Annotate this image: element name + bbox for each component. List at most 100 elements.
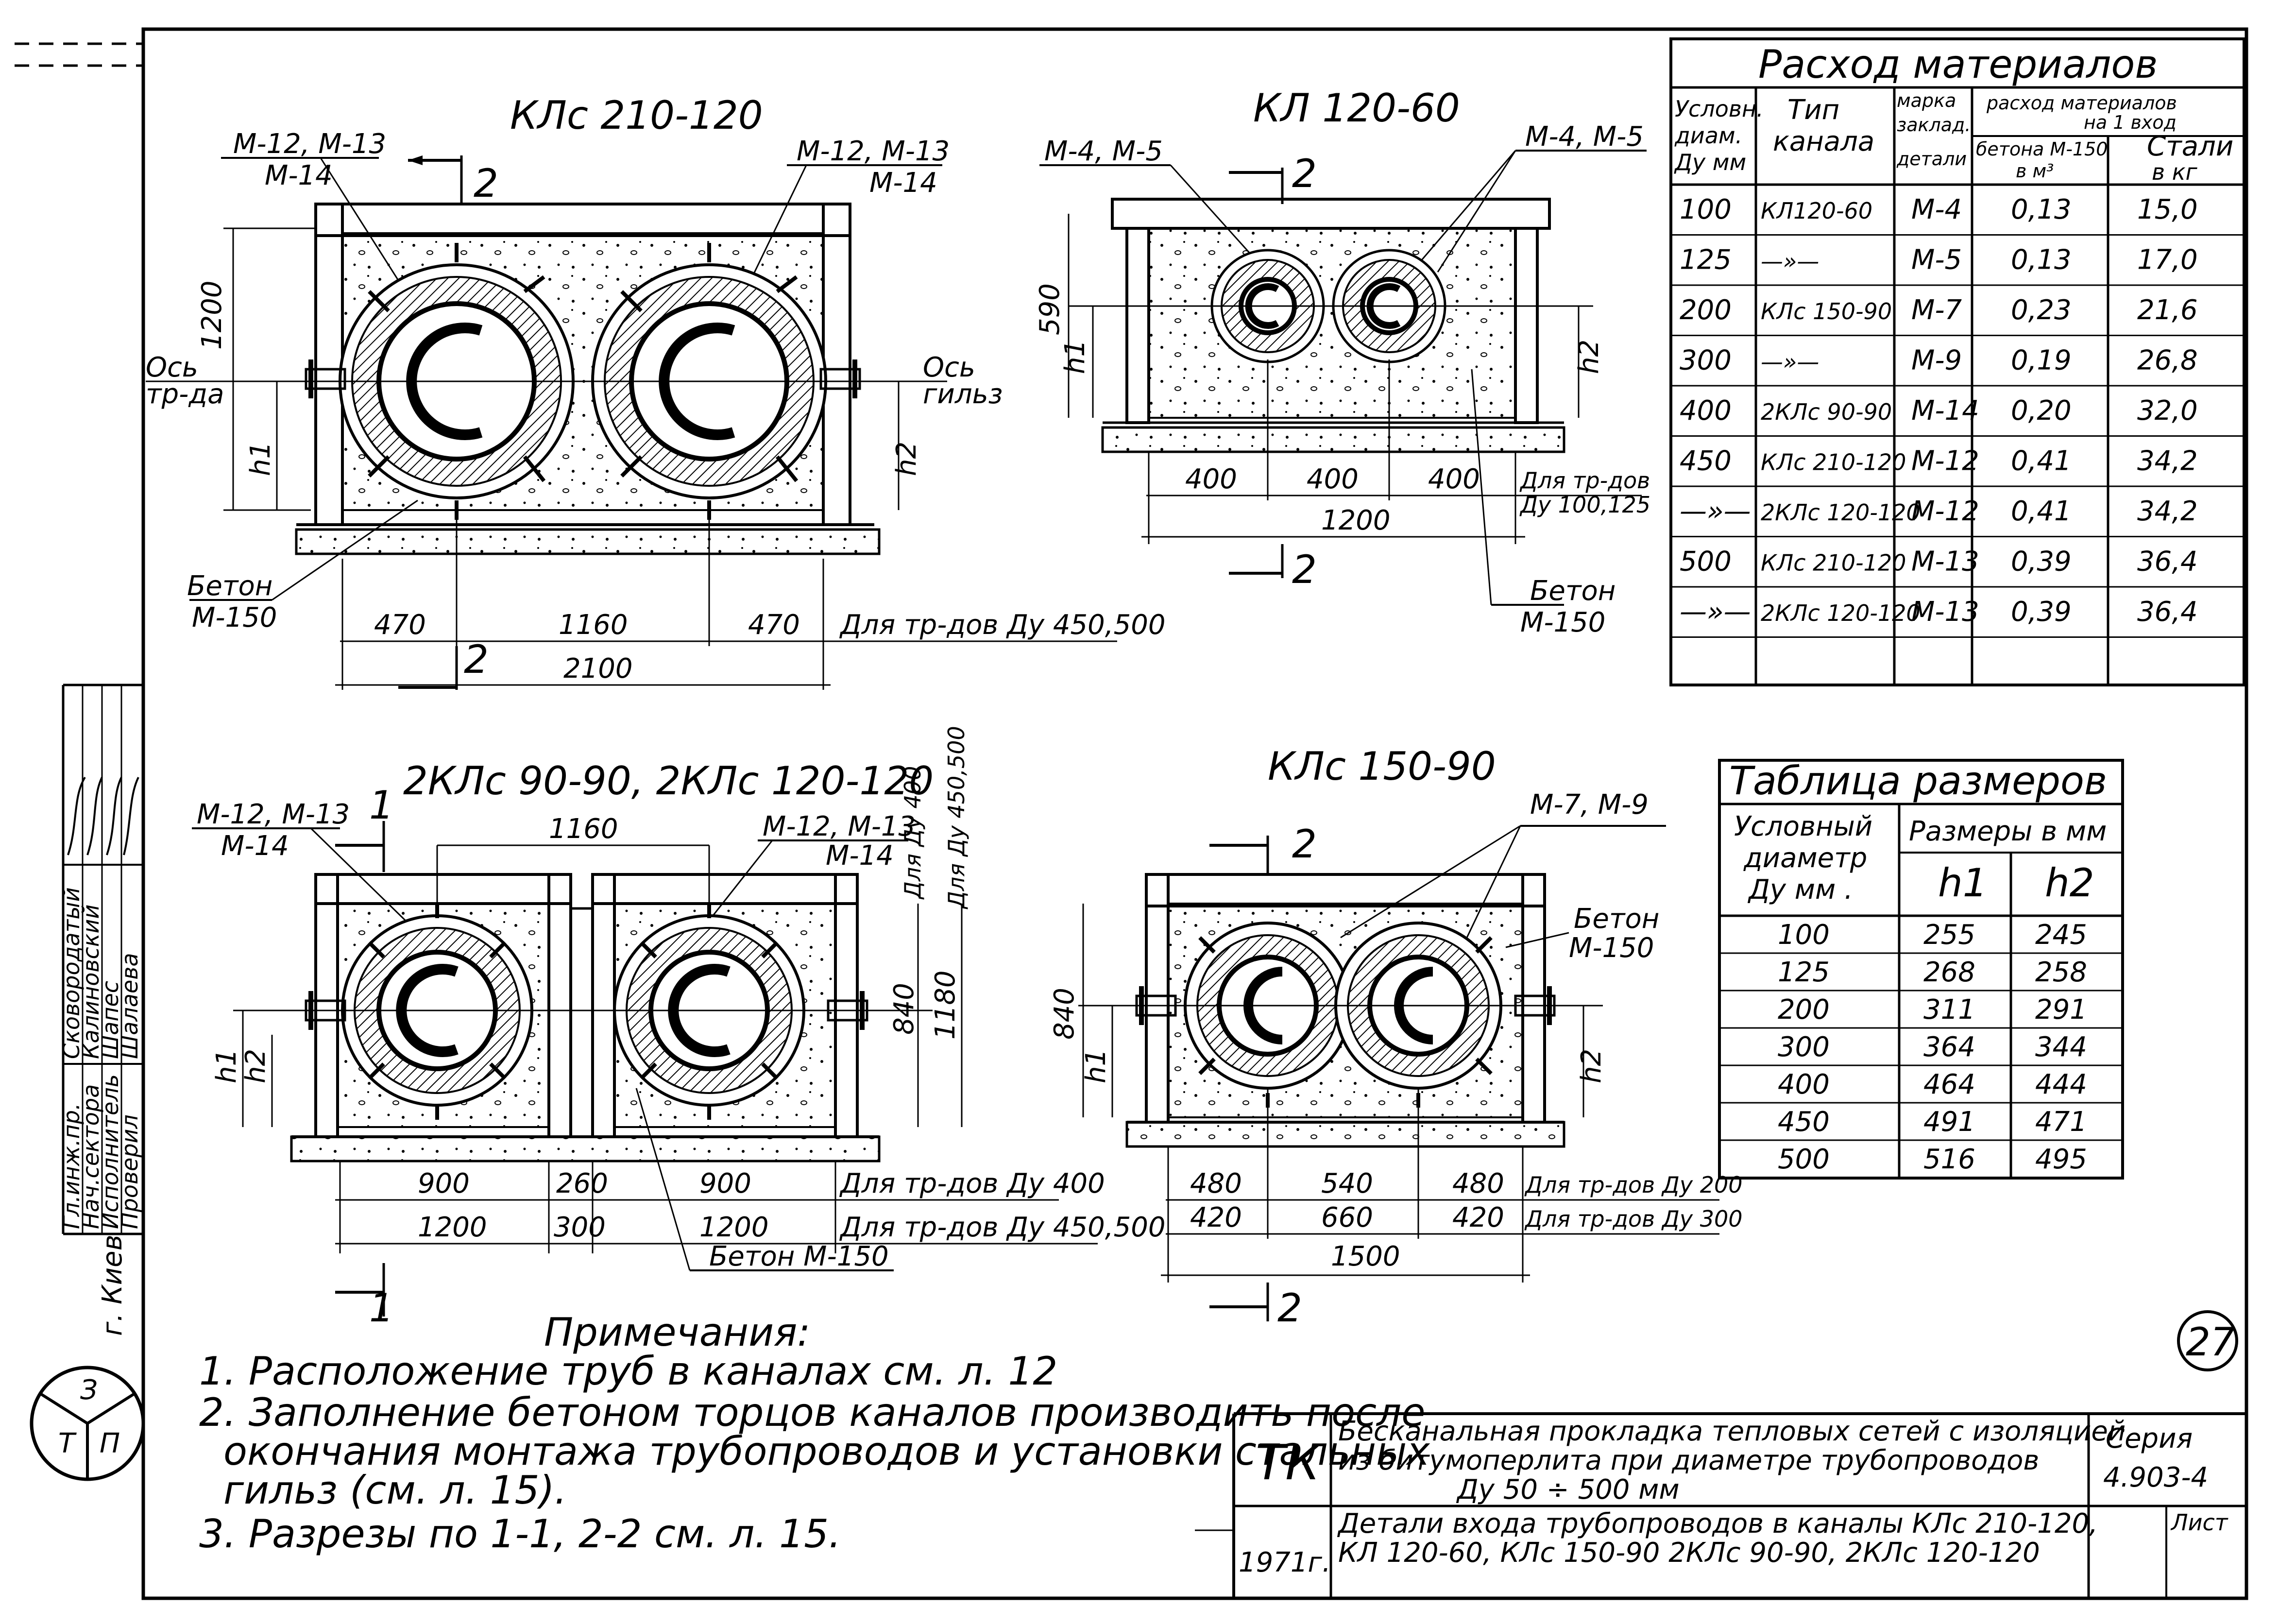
title-block: ТК 1971г. Бесканальная прокладка тепловы…	[1195, 1412, 2246, 1598]
table-cell: 0,41	[2011, 445, 2072, 477]
section-mark: 2	[1292, 821, 1317, 867]
stamp-role: Исполнитель	[97, 1074, 123, 1229]
table-cell: 400	[1778, 1069, 1830, 1100]
column-header: Условн.	[1675, 96, 1764, 122]
dimension-note: Для тр-дов Ду 450,500	[839, 609, 1165, 641]
column-header: Условный	[1734, 811, 1872, 842]
dimension: 1160	[549, 813, 618, 845]
stamp-city: г. Киев	[97, 1234, 128, 1336]
title-line: из битумоперлита при диаметре трубопрово…	[1338, 1445, 2039, 1476]
table-cell: 0,39	[2011, 546, 2072, 578]
table-cell: 500	[1778, 1144, 1830, 1175]
materials-table: Расход материалов Условн. диам. Ду мм Ти…	[1669, 37, 2245, 686]
signatures	[67, 776, 139, 855]
table-cell: 34,2	[2137, 496, 2198, 527]
dimension: 840	[888, 983, 920, 1035]
column-header: диаметр	[1743, 842, 1867, 874]
dimension: h2	[1573, 340, 1605, 374]
table-cell: 300	[1778, 1031, 1830, 1063]
embedded-part-label: М-7, М-9	[1530, 789, 1649, 821]
note-line: 3. Разрезы по 1-1, 2-2 см. л. 15.	[199, 1511, 841, 1557]
dimension: 300	[554, 1212, 606, 1243]
embedded-part-label: М-4, М-5	[1044, 136, 1163, 167]
notes: Примечания: 1. Расположение труб в канал…	[199, 1310, 1430, 1557]
dimension: 400	[1307, 463, 1359, 495]
table-cell: 268	[1923, 957, 1975, 988]
dimension: 590	[1034, 283, 1066, 335]
dimension: 400	[1185, 463, 1237, 495]
table-cell: 21,6	[2137, 294, 2198, 326]
column-header: расход материалов	[1986, 92, 2177, 114]
dimension-note: Для тр-дов Ду 400	[839, 1168, 1105, 1199]
title-code: ТК	[1256, 1434, 1322, 1491]
material-label: Бетон	[1530, 575, 1616, 607]
stamp-role: Гл.инж.пр.	[58, 1103, 85, 1229]
dimension-note: Для тр-дов	[1519, 467, 1650, 494]
subtitle-line: Детали входа трубопроводов в каналы КЛс …	[1337, 1508, 2098, 1540]
table-cell: 125	[1778, 957, 1830, 988]
dimension: h1	[245, 442, 276, 476]
dimension-note: Для Ду 450,500	[943, 726, 969, 909]
material-label: Бетон	[187, 570, 272, 602]
table-cell: —»—	[1680, 596, 1751, 628]
dimension-note: Для тр-дов Ду 200	[1524, 1172, 1743, 1198]
column-header: детали	[1896, 148, 1967, 170]
table-cell: 26,8	[2137, 345, 2198, 376]
table-cell: 15,0	[2137, 194, 2198, 225]
column-header: Размеры в мм	[1909, 816, 2107, 847]
table-cell: 125	[1680, 244, 1732, 276]
table-cell: КЛс 210-120	[1761, 550, 1906, 576]
stamp-name: Шалаева	[117, 953, 143, 1059]
dimension: h1	[1059, 340, 1091, 374]
table-cell: М-5	[1911, 244, 1962, 276]
title-line: Ду 50 ÷ 500 мм	[1456, 1474, 1680, 1505]
table-cell: 17,0	[2137, 244, 2198, 276]
stamp-role: Проверил	[117, 1114, 143, 1229]
dimension: 1160	[559, 609, 628, 641]
table-cell: 245	[2035, 919, 2087, 951]
table-cell: 0,41	[2011, 496, 2072, 527]
side-stamp: Гл.инж.пр. Нач.сектора Исполнитель Прове…	[30, 684, 145, 1481]
dimension: 540	[1321, 1168, 1373, 1199]
svg-text:27: 27	[2186, 1319, 2235, 1365]
drawing-title: 2КЛс 90-90, 2КЛс 120-120	[403, 758, 934, 804]
table-cell: 444	[2035, 1069, 2087, 1100]
subtitle-line: КЛ 120-60, КЛс 150-90 2КЛс 90-90, 2КЛс 1…	[1338, 1537, 2040, 1569]
note-line: окончания монтажа трубопроводов и устано…	[223, 1429, 1430, 1474]
table-cell: 0,19	[2011, 345, 2072, 376]
dimension: h2	[240, 1049, 272, 1083]
table-cell: 200	[1680, 294, 1732, 326]
table-cell: 100	[1778, 919, 1830, 951]
table-cell: 300	[1680, 345, 1732, 376]
note-line: 1. Расположение труб в каналах см. л. 12	[199, 1349, 1057, 1394]
dimension-note: Для тр-дов Ду 450,500	[839, 1212, 1165, 1243]
dimension: 260	[556, 1168, 608, 1199]
table-cell: КЛ120-60	[1761, 198, 1872, 224]
table-cell: 450	[1680, 445, 1732, 477]
dimension: 900	[418, 1168, 470, 1199]
column-header: в кг	[2152, 159, 2198, 185]
column-header: заклад.	[1897, 114, 1971, 136]
embedded-part-label: М-12, М-13	[797, 136, 950, 167]
embedded-part-label: М-14	[826, 840, 894, 872]
section-mark: 1	[369, 783, 394, 828]
table-cell: 364	[1923, 1031, 1975, 1063]
drawing-title: КЛс 150-90	[1268, 744, 1496, 789]
dimension: 900	[699, 1168, 751, 1199]
dimension: 1500	[1331, 1241, 1400, 1272]
table-cell: 464	[1923, 1069, 1975, 1100]
column-header: диам.	[1674, 122, 1742, 149]
dimension: h2	[891, 442, 922, 476]
table-cell: 400	[1680, 395, 1732, 427]
table-title: Расход материалов	[1758, 42, 2158, 87]
table-cell: 311	[1923, 994, 1975, 1026]
table-cell: М-7	[1911, 294, 1962, 326]
embedded-part-label: М-14	[265, 160, 333, 191]
column-header: в м³	[2016, 160, 2054, 182]
embedded-part-label: М-12, М-13	[763, 811, 916, 842]
table-cell: 344	[2035, 1031, 2087, 1063]
table-cell: 471	[2035, 1106, 2087, 1138]
section-mark: 1	[369, 1285, 394, 1331]
table-cell: 516	[1923, 1144, 1975, 1175]
table-cell: 495	[2035, 1144, 2087, 1175]
